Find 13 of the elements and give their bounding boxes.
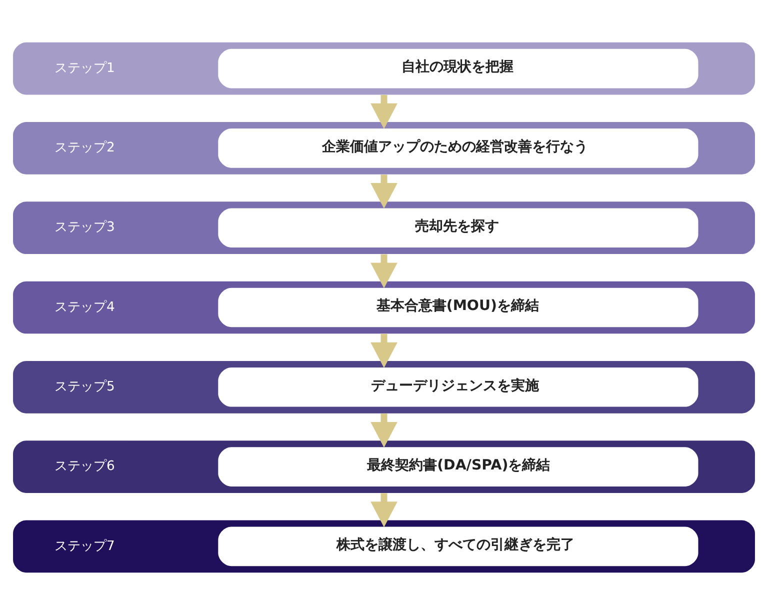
node-box: ステップ7 株式を譲渡し、すべての引継ぎを完了 <box>13 520 755 573</box>
node-box: ステップ3 売却先を探す <box>13 202 755 254</box>
arrow <box>370 95 398 129</box>
node-box: ステップ5 デューデリジェンスを実施 <box>13 360 755 414</box>
arrow <box>370 174 398 209</box>
node-box: ステップ2 企業価値アップのための経営改善を行なう <box>13 122 755 174</box>
node-box: ステップ4 基本合意書(MOU)を締結 <box>13 281 755 334</box>
arrow <box>370 254 398 288</box>
node-box: ステップ1 自社の現状を把握 <box>13 42 755 95</box>
arrow <box>370 414 398 448</box>
node-box: ステップ6 最終契約書(DA/SPA)を締結 <box>13 440 755 493</box>
arrow <box>370 493 398 528</box>
arrow <box>370 334 398 368</box>
